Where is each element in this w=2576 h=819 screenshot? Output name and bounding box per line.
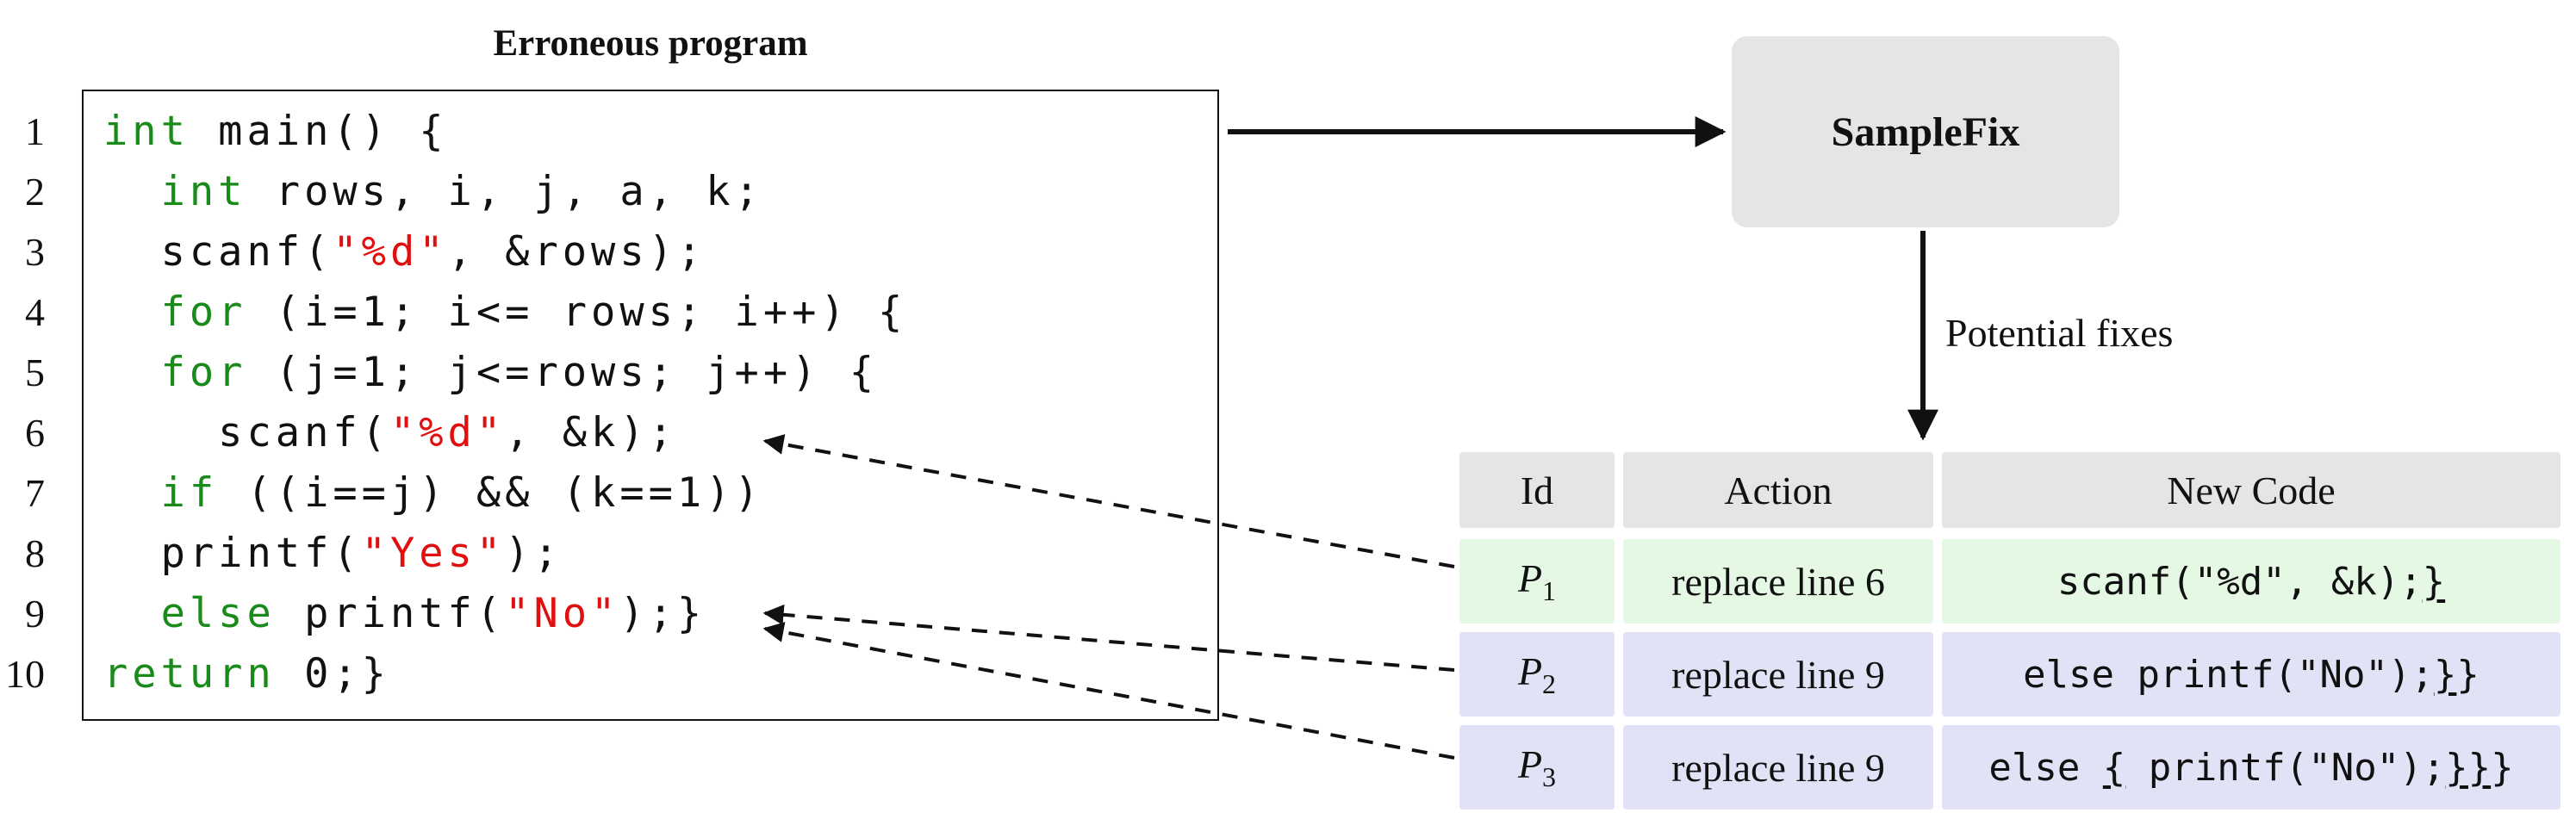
code-line: scanf("%d", &rows); xyxy=(103,222,706,282)
code-text: 0;} xyxy=(275,650,390,698)
row-action: replace line 6 xyxy=(1623,539,1933,624)
code-text: ); xyxy=(505,530,563,577)
header-action: Action xyxy=(1623,452,1933,528)
code-text: (j=1; j<=rows; j++) { xyxy=(246,349,879,396)
patch-id: P3 xyxy=(1518,741,1556,793)
code-text: scanf("%d", &k); xyxy=(2056,559,2423,604)
code-string: "%d" xyxy=(333,228,448,276)
code-text: );} xyxy=(619,590,706,637)
code-keyword: int xyxy=(103,108,190,155)
code-text: main() { xyxy=(189,108,448,155)
code-line: int main() { xyxy=(103,102,448,162)
code-text: , &rows); xyxy=(447,228,706,276)
line-number: 6 xyxy=(25,411,45,455)
code-text: printf("No"); xyxy=(2125,745,2446,790)
potential-fixes-label: Potential fixes xyxy=(1945,311,2174,355)
code-line: for (i=1; i<= rows; i++) { xyxy=(103,282,906,343)
row-action: replace line 9 xyxy=(1623,725,1933,810)
patch-index: 3 xyxy=(1542,761,1557,793)
code-keyword: return xyxy=(103,650,276,698)
samplefix-box: SampleFix xyxy=(1732,36,2119,227)
line-number: 4 xyxy=(25,290,45,334)
code-text: (i=1; i<= rows; i++) { xyxy=(246,289,907,336)
link-p3-line9 xyxy=(762,622,1455,760)
code-text: else xyxy=(1988,745,2103,790)
row-action: replace line 9 xyxy=(1623,632,1933,717)
code-text: ((i==j) && (k==1)) xyxy=(218,469,763,517)
code-keyword: else xyxy=(160,590,276,637)
code-keyword: int xyxy=(160,168,247,215)
inserted-code: { xyxy=(2102,745,2126,790)
code-text: scanf( xyxy=(103,228,333,276)
code-text: printf( xyxy=(275,590,506,637)
code-line: if ((i==j) && (k==1)) xyxy=(103,463,763,524)
patch-index: 2 xyxy=(1542,668,1557,700)
row-id: P1 xyxy=(1459,539,1615,624)
code-text: rows, i, j, a, k; xyxy=(246,168,763,215)
code-text: , &k); xyxy=(505,409,677,456)
link-p2-line9 xyxy=(762,604,1455,672)
row-new-code: scanf("%d", &k);} xyxy=(1942,539,2560,624)
row-id: P2 xyxy=(1459,632,1615,717)
patch-index: 1 xyxy=(1542,575,1557,607)
inserted-code: } xyxy=(2422,559,2446,604)
code-string: "Yes" xyxy=(361,530,506,577)
link-p1-line6 xyxy=(762,434,1455,568)
code-line: return 0;} xyxy=(103,644,390,704)
patch-id: P2 xyxy=(1518,648,1556,700)
header-new-code: New Code xyxy=(1942,452,2560,528)
patch-id: P1 xyxy=(1518,555,1556,607)
line-number: 1 xyxy=(25,109,45,153)
code-text: else printf("No"); xyxy=(2023,652,2434,697)
patch-letter: P xyxy=(1517,555,1543,600)
row-new-code: else { printf("No");}}} xyxy=(1942,725,2560,810)
samplefix-label: SampleFix xyxy=(1831,109,2020,155)
code-text: printf( xyxy=(103,530,362,577)
code-line: int rows, i, j, a, k; xyxy=(103,162,763,222)
code-text: scanf( xyxy=(103,409,390,456)
line-number: 8 xyxy=(25,531,45,575)
code-line: for (j=1; j<=rows; j++) { xyxy=(103,343,878,403)
inserted-code: }} xyxy=(2445,745,2492,790)
code-line: scanf("%d", &k); xyxy=(103,403,677,463)
code-box xyxy=(82,90,1219,721)
row-id: P3 xyxy=(1459,725,1615,810)
patch-letter: P xyxy=(1517,648,1543,693)
code-string: "No" xyxy=(505,590,620,637)
code-string: "%d" xyxy=(389,409,506,456)
line-number: 9 xyxy=(25,592,45,636)
program-title: Erroneous program xyxy=(493,23,808,64)
code-line: else printf("No");} xyxy=(103,584,706,644)
line-number: 7 xyxy=(25,471,45,515)
code-keyword: for xyxy=(160,349,247,396)
code-text: } xyxy=(2456,652,2480,697)
line-number: 10 xyxy=(5,652,45,696)
line-number: 5 xyxy=(25,351,45,394)
header-id: Id xyxy=(1459,452,1615,528)
row-new-code: else printf("No");}} xyxy=(1942,632,2560,717)
code-keyword: for xyxy=(160,289,247,336)
code-keyword: if xyxy=(160,469,219,517)
code-line: printf("Yes"); xyxy=(103,524,563,584)
patch-letter: P xyxy=(1517,741,1543,786)
line-number: 2 xyxy=(25,170,45,214)
code-text: } xyxy=(2491,745,2514,790)
line-number: 3 xyxy=(25,230,45,274)
inserted-code: } xyxy=(2433,652,2457,697)
